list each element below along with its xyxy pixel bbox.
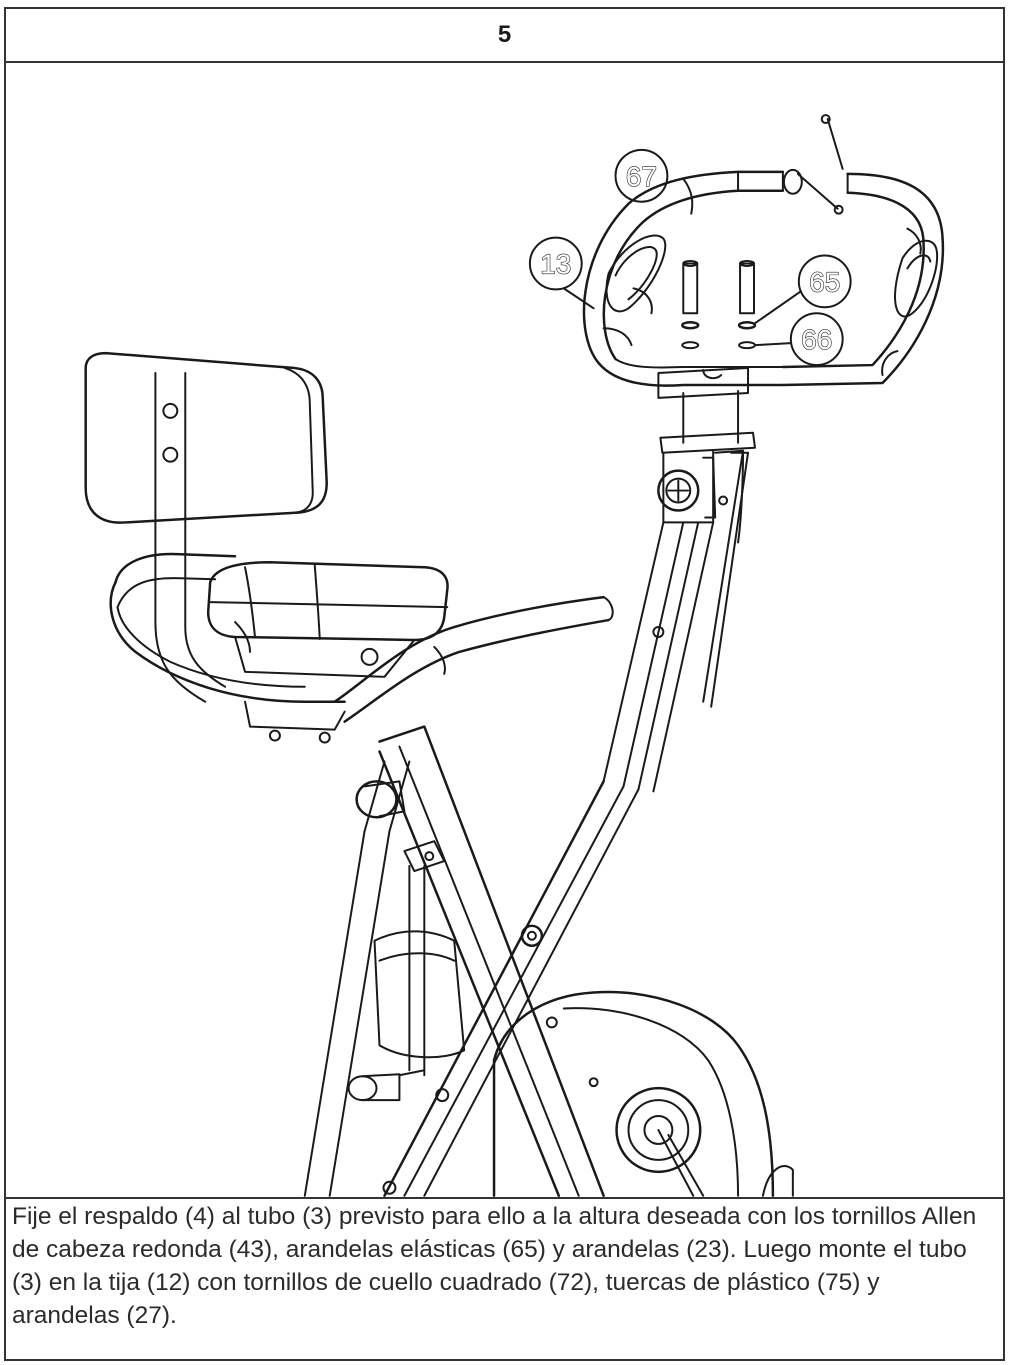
callout-67: 67 [614,148,669,203]
callout-13-label: 13 [540,248,571,279]
frame-drawing [303,725,640,1197]
step-number: 5 [6,9,1003,63]
seat-drawing [206,561,449,678]
callout-65-label: 65 [809,266,840,297]
step-frame: 5 [4,7,1005,1361]
assembly-illustration: 67 13 65 66 [6,63,1003,1199]
callout-65: 65 [753,254,852,325]
flywheel-housing-drawing [492,990,794,1197]
instruction-text: Fije el respaldo (4) al tubo (3) previst… [12,1203,977,1329]
seat-handle-drawing [109,552,614,744]
callout-67-label: 67 [626,161,657,192]
callout-66: 66 [753,312,844,367]
backrest-drawing [84,351,328,703]
handlebar-drawing [582,114,945,399]
callout-66-label: 66 [801,324,832,355]
handlebar-post-drawing [602,389,756,793]
callout-13: 13 [528,236,595,310]
